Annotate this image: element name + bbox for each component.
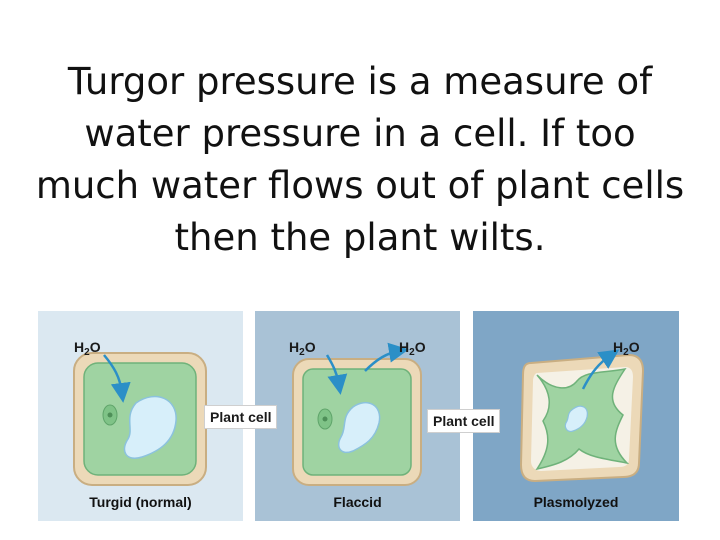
water-arrow-out (364, 342, 409, 372)
slide-title: Turgor pressure is a measure of water pr… (35, 60, 685, 259)
vacuole (123, 395, 177, 459)
vacuole (564, 405, 588, 432)
plant-cell-callout-1: Plant cell (204, 405, 278, 429)
caption-flaccid: Flaccid (333, 494, 382, 510)
vacuole (337, 402, 381, 454)
panel-plasmolyzed: H2O Plasmolyzed (473, 311, 679, 521)
water-arrow-in (325, 354, 348, 395)
plasmolyzed-cell-illustration (519, 349, 645, 483)
water-label: H2O (74, 339, 101, 358)
caption-plasmolyzed: Plasmolyzed (533, 494, 619, 510)
flaccid-cell-illustration (292, 342, 422, 486)
water-label-out: H2O (613, 339, 640, 358)
water-arrow-in (103, 354, 131, 403)
panel-flaccid: H2O H2O Flaccid (255, 311, 460, 521)
turgor-figure: H2O Turgid (normal) H2O H2O Flaccid (38, 311, 679, 521)
water-label-out: H2O (399, 339, 426, 358)
caption-turgid: Turgid (normal) (89, 494, 192, 510)
water-label-in: H2O (289, 339, 316, 358)
water-arrow-out (581, 349, 620, 390)
plant-cell-callout-2: Plant cell (427, 409, 501, 433)
